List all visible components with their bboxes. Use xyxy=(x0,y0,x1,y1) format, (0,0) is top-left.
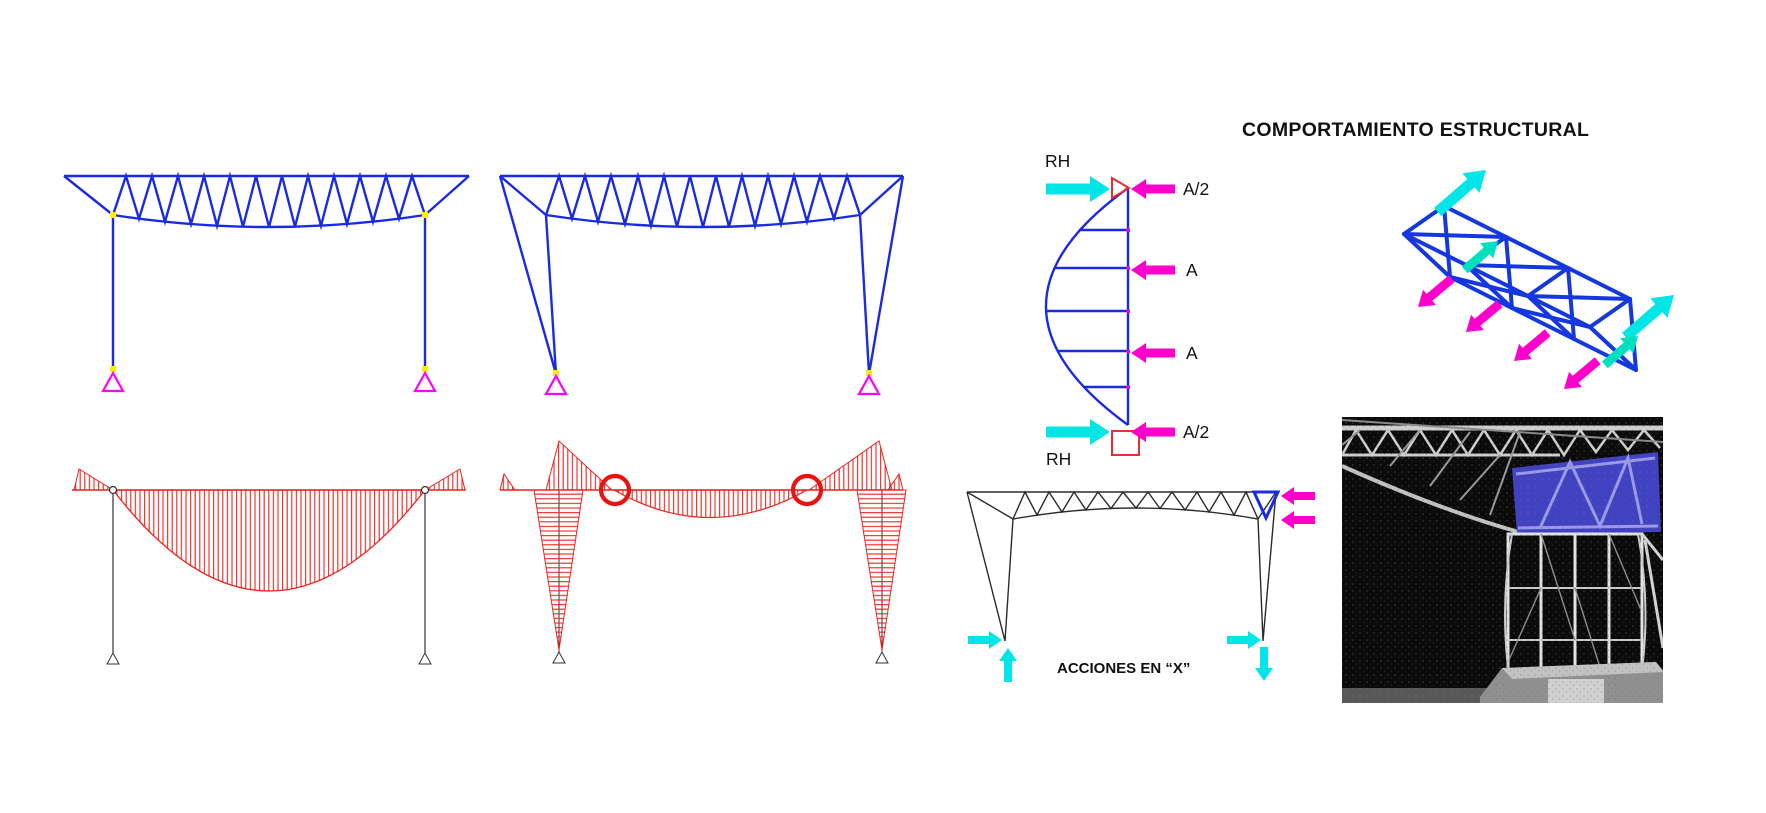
hogging-spike xyxy=(423,468,466,491)
yellow-node-icon xyxy=(422,212,428,218)
yellow-node-icon xyxy=(110,212,116,218)
columns xyxy=(111,215,427,370)
actions-x-caption: ACCIONES EN “X” xyxy=(1057,660,1191,677)
reaction-label-rh-bottom: RH xyxy=(1046,449,1072,469)
frame2-nodes xyxy=(553,370,872,376)
yellow-node-icon xyxy=(553,370,559,376)
zero-moment-circle-icon xyxy=(790,473,824,507)
left-legs xyxy=(498,175,558,375)
photo-structure xyxy=(1342,417,1663,703)
bowed-chord xyxy=(1045,187,1129,426)
hinge-node-icon xyxy=(420,485,430,495)
right-legs xyxy=(858,175,905,375)
magenta-load-arrow-icon xyxy=(1557,353,1605,397)
hogging-spike xyxy=(73,468,115,491)
web-zigzag xyxy=(544,171,862,231)
highlighted-panel-triangle xyxy=(1251,490,1281,522)
moment-diagram-pinned-frame xyxy=(72,468,466,665)
truss-3d-members xyxy=(1402,204,1638,372)
yellow-node-icon xyxy=(422,366,428,372)
load-label-a-mid1: A xyxy=(1186,260,1198,280)
load-label-a2-top: A/2 xyxy=(1183,179,1210,199)
bow-truss-load-diagram xyxy=(1045,176,1175,456)
frame1-nodes xyxy=(110,212,428,372)
cyan-reaction-arrow-icon xyxy=(1046,419,1110,445)
bottom-chord xyxy=(1012,507,1259,520)
frame2-pin-supports xyxy=(544,373,881,396)
web-rungs xyxy=(1046,228,1128,389)
end-diagonals xyxy=(966,491,1277,520)
truss-3d-isometric xyxy=(1402,160,1683,397)
frame-truss-pinned-columns xyxy=(63,171,470,370)
right-legs xyxy=(1257,491,1277,642)
support-triangle-icon xyxy=(552,650,889,664)
load-label-a-mid2: A xyxy=(1186,343,1198,363)
end-diagonals xyxy=(499,175,904,216)
zero-moment-circle-icon xyxy=(598,473,632,507)
magenta-load-arrow-icon xyxy=(1131,422,1175,442)
web-zigzag xyxy=(1012,490,1259,520)
pin-support-icon xyxy=(101,370,125,393)
frame-actions-x xyxy=(966,487,1315,682)
support-triangle-icon xyxy=(106,651,432,665)
frame1-pin-supports xyxy=(101,370,437,393)
hinge-node-icon xyxy=(108,485,118,495)
column-moment-wedge xyxy=(533,489,584,651)
moment-diagram-braced-frame xyxy=(499,440,907,664)
pin-support-icon xyxy=(413,370,437,393)
magenta-load-arrow-icon xyxy=(1131,179,1175,199)
magenta-load-arrow-icon xyxy=(1131,260,1175,280)
magenta-load-arrow-icon xyxy=(1507,325,1555,369)
sagging-moment-parabola xyxy=(111,489,427,592)
magenta-load-arrow-icon xyxy=(1281,511,1315,529)
end-diagonals xyxy=(63,175,470,216)
fixed-base-red-icon xyxy=(1111,430,1140,456)
reaction-label-rh-top: RH xyxy=(1045,151,1071,171)
sagging-moment-parabola xyxy=(611,489,810,518)
load-node-dots xyxy=(1126,228,1130,389)
photo-grain xyxy=(1342,417,1663,703)
column-moment-wedge xyxy=(856,489,907,651)
cyan-reaction-arrow-icon xyxy=(1046,176,1110,202)
yellow-node-icon xyxy=(110,366,116,372)
cyan-reaction-arrow-icon xyxy=(968,631,1002,649)
pin-support-icon xyxy=(857,373,881,396)
page-title: COMPORTAMIENTO ESTRUCTURAL xyxy=(1242,119,1590,141)
cyan-reaction-arrow-icon xyxy=(1429,160,1495,222)
cyan-reaction-arrow-icon xyxy=(1255,647,1273,681)
yellow-node-icon xyxy=(866,370,872,376)
web-zigzag xyxy=(111,171,427,231)
magenta-load-arrow-icon xyxy=(1281,487,1315,505)
hogging-wedge xyxy=(807,440,893,491)
load-label-a2-bottom: A/2 xyxy=(1183,422,1210,442)
left-legs xyxy=(966,491,1014,642)
frame-truss-braced-legs xyxy=(498,171,905,375)
cyan-reaction-arrow-icon xyxy=(999,648,1017,682)
pin-support-icon xyxy=(544,373,568,396)
pin-support-red-icon xyxy=(1111,176,1131,200)
cyan-reaction-arrow-icon xyxy=(1227,631,1261,649)
magenta-load-arrow-icon xyxy=(1131,343,1175,363)
end-spike xyxy=(499,472,516,491)
